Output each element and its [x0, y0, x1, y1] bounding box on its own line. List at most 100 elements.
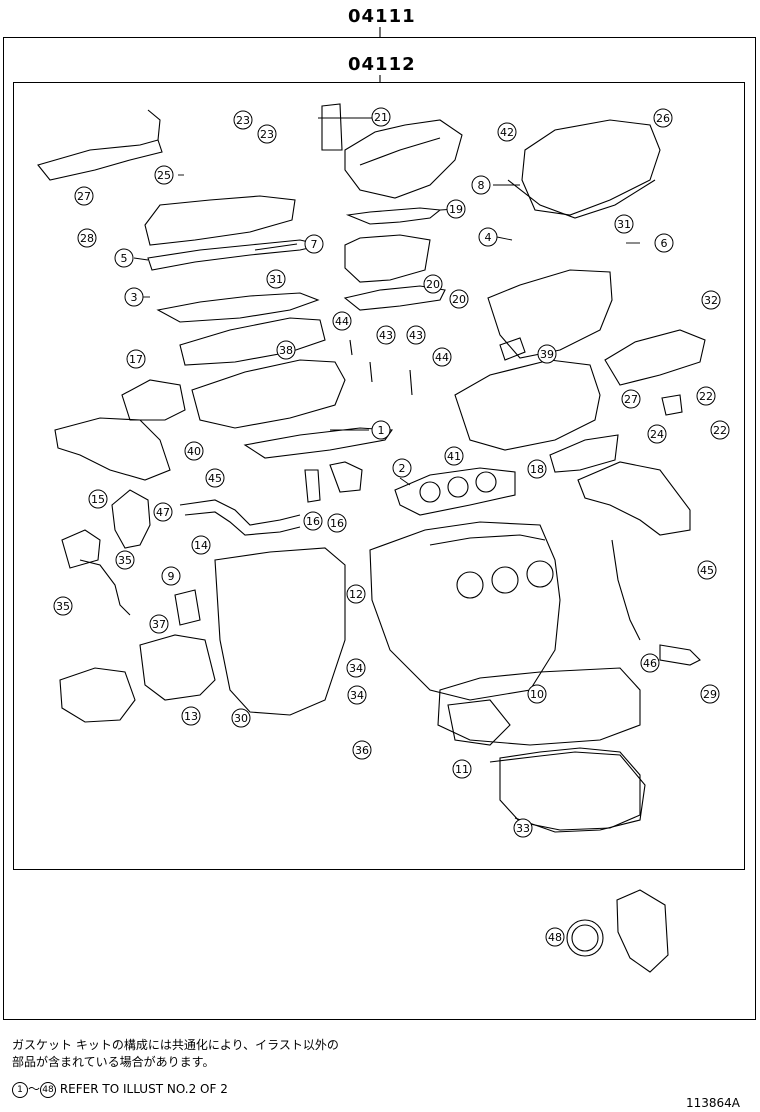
callout-36: 36 — [352, 740, 372, 760]
svg-text:20: 20 — [452, 293, 466, 306]
svg-text:15: 15 — [91, 493, 105, 506]
callout-35a: 35 — [115, 550, 135, 570]
svg-text:5: 5 — [121, 252, 128, 265]
callout-34a: 34 — [346, 658, 366, 678]
svg-text:35: 35 — [118, 554, 132, 567]
svg-text:9: 9 — [168, 570, 175, 583]
callout-44a: 44 — [332, 311, 352, 331]
callout-31b: 31 — [614, 214, 634, 234]
callout-20a: 20 — [423, 274, 443, 294]
callout-8: 8 — [471, 175, 491, 195]
svg-text:44: 44 — [335, 315, 349, 328]
callout-11: 11 — [452, 759, 472, 779]
callout-35b: 35 — [53, 596, 73, 616]
callout-46: 46 — [640, 653, 660, 673]
kit-note-line-2: 部品が含まれている場合があります。 — [12, 1055, 215, 1069]
svg-text:47: 47 — [156, 506, 170, 519]
svg-text:39: 39 — [540, 348, 554, 361]
svg-text:27: 27 — [77, 190, 91, 203]
callout-21: 21 — [371, 107, 391, 127]
svg-text:23: 23 — [260, 128, 274, 141]
svg-text:34: 34 — [350, 689, 364, 702]
callout-29: 29 — [700, 684, 720, 704]
svg-text:31: 31 — [269, 273, 283, 286]
callout-34b: 34 — [347, 685, 367, 705]
svg-text:35: 35 — [56, 600, 70, 613]
callout-12: 12 — [346, 584, 366, 604]
callout-17: 17 — [126, 349, 146, 369]
callout-38: 38 — [276, 340, 296, 360]
callout-32: 32 — [701, 290, 721, 310]
callout-23a: 23 — [233, 110, 253, 130]
callout-23b: 23 — [257, 124, 277, 144]
callout-48: 48 — [545, 927, 565, 947]
callout-30: 30 — [231, 708, 251, 728]
callout-22b: 22 — [710, 420, 730, 440]
callout-10: 10 — [527, 684, 547, 704]
svg-text:31: 31 — [617, 218, 631, 231]
callout-3: 3 — [124, 287, 144, 307]
svg-text:1: 1 — [378, 424, 385, 437]
callout-7: 7 — [304, 234, 324, 254]
callout-39: 39 — [537, 344, 557, 364]
svg-text:27: 27 — [624, 393, 638, 406]
svg-text:2: 2 — [399, 462, 406, 475]
svg-text:28: 28 — [80, 232, 94, 245]
svg-text:43: 43 — [409, 329, 423, 342]
callout-4: 4 — [478, 227, 498, 247]
callout-45a: 45 — [205, 468, 225, 488]
svg-text:6: 6 — [661, 237, 668, 250]
callout-16a: 16 — [303, 511, 323, 531]
outer-kit-frame — [3, 37, 756, 1020]
inner-kit-frame — [13, 82, 745, 870]
callout-9: 9 — [161, 566, 181, 586]
callout-33: 33 — [513, 818, 533, 838]
svg-text:20: 20 — [426, 278, 440, 291]
svg-text:34: 34 — [349, 662, 363, 675]
svg-text:44: 44 — [435, 351, 449, 364]
svg-text:42: 42 — [500, 126, 514, 139]
refer-note: 1～48 REFER TO ILLUST NO.2 OF 2 — [12, 1080, 228, 1098]
callout-44b: 44 — [432, 347, 452, 367]
callout-22a: 22 — [696, 386, 716, 406]
refer-start-circle: 1 — [12, 1081, 28, 1098]
svg-text:18: 18 — [530, 463, 544, 476]
callout-20b: 20 — [449, 289, 469, 309]
refer-end-circle: 48 — [40, 1081, 57, 1098]
svg-text:41: 41 — [447, 450, 461, 463]
callout-25: 25 — [154, 165, 174, 185]
svg-text:38: 38 — [279, 344, 293, 357]
svg-text:24: 24 — [650, 428, 664, 441]
svg-text:37: 37 — [152, 618, 166, 631]
callout-45b: 45 — [697, 560, 717, 580]
svg-text:12: 12 — [349, 588, 363, 601]
svg-text:22: 22 — [699, 390, 713, 403]
callout-15: 15 — [88, 489, 108, 509]
svg-text:7: 7 — [311, 238, 318, 251]
callout-37: 37 — [149, 614, 169, 634]
svg-text:10: 10 — [530, 688, 544, 701]
svg-text:30: 30 — [234, 712, 248, 725]
callout-41: 41 — [444, 446, 464, 466]
callout-28: 28 — [77, 228, 97, 248]
svg-text:4: 4 — [485, 231, 492, 244]
svg-text:3: 3 — [131, 291, 138, 304]
callout-27b: 27 — [621, 389, 641, 409]
callout-42: 42 — [497, 122, 517, 142]
refer-tilde: ～ — [28, 1082, 41, 1096]
illustration-number: 113864A — [686, 1096, 741, 1110]
svg-text:13: 13 — [184, 710, 198, 723]
svg-text:36: 36 — [355, 744, 369, 757]
callout-13: 13 — [181, 706, 201, 726]
svg-text:16: 16 — [330, 517, 344, 530]
callout-47: 47 — [153, 502, 173, 522]
outer-kit-code: 04111 — [348, 6, 416, 27]
callout-14: 14 — [191, 535, 211, 555]
callout-1: 1 — [371, 420, 391, 440]
inner-kit-code: 04112 — [348, 54, 416, 75]
svg-text:45: 45 — [208, 472, 222, 485]
callout-31a: 31 — [266, 269, 286, 289]
svg-text:16: 16 — [306, 515, 320, 528]
svg-text:32: 32 — [704, 294, 718, 307]
svg-text:21: 21 — [374, 111, 388, 124]
